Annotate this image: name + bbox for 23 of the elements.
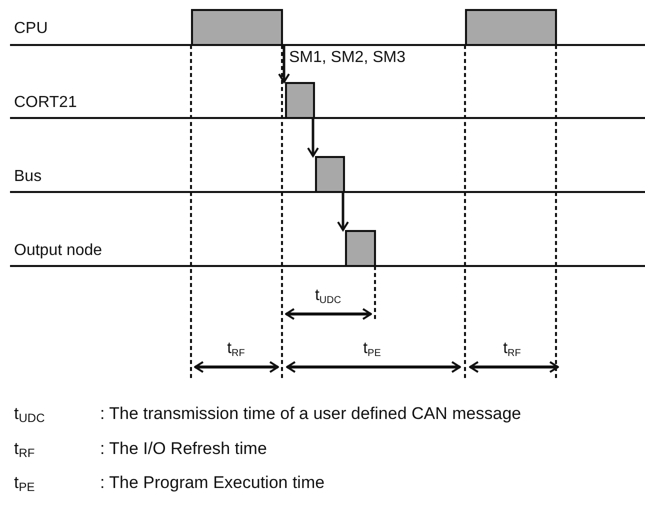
arrow <box>337 193 349 231</box>
activity-bar <box>465 9 557 46</box>
row-label: Output node <box>14 242 102 260</box>
activity-bar <box>345 230 376 267</box>
row-label: CPU <box>14 20 48 38</box>
duration-label: t$_{UDC}$ <box>314 287 342 305</box>
row-label: Bus <box>14 168 42 186</box>
edge-label: SM1, SM2, SM3 <box>289 49 406 67</box>
legend-description: : The transmission time of a user defined CAN message <box>100 405 522 423</box>
legend-term: t$_{PE}$ <box>14 474 35 492</box>
row-label: CORT21 <box>14 94 77 112</box>
arrow <box>278 46 290 83</box>
legend-description: : The Program Execution time <box>100 474 325 492</box>
duration-label: t$_{PE}$ <box>363 340 381 358</box>
duration-label: t$_{RF}$ <box>227 340 245 358</box>
activity-bar <box>191 9 283 46</box>
activity-bar <box>285 82 315 119</box>
activity-bar <box>315 156 345 193</box>
legend-term: t$_{RF}$ <box>14 440 35 458</box>
duration-label: t$_{RF}$ <box>503 340 521 358</box>
legend-term: t$_{UDC}$ <box>14 405 45 423</box>
legend-description: : The I/O Refresh time <box>100 440 267 458</box>
arrow <box>307 119 319 157</box>
